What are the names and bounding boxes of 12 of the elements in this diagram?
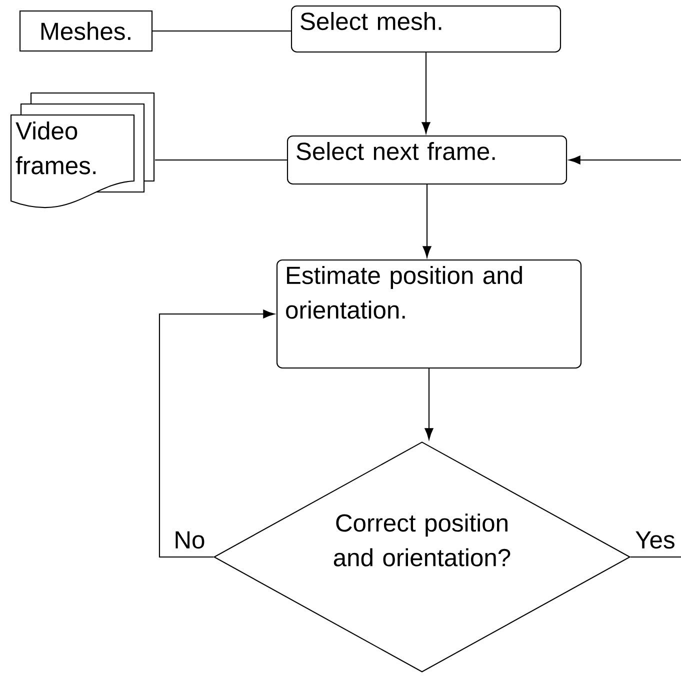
arrow [422,184,432,258]
arrow [422,52,430,134]
arrow [568,156,681,164]
process-box: Select next frame. [286,135,568,185]
process-box: Estimate position and orientation. [276,259,582,369]
data-box: Meshes. [19,10,153,52]
edge-label: Yes [634,530,677,550]
arrow [158,310,275,558]
document-stack: Video frames. [10,92,155,208]
edge-label: No [172,530,207,550]
arrow [424,368,434,440]
process-box: Select mesh. [290,5,562,53]
